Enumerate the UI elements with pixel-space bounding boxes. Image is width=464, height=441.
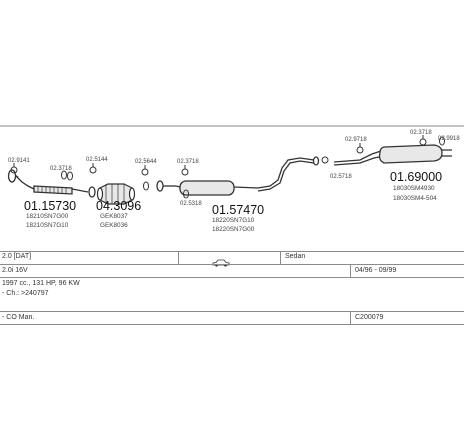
middle-silencer [156, 180, 259, 196]
vehicle-chassis: - Ch.: >240797 [2, 290, 49, 297]
part-1-seal-label: 02.3718 [50, 166, 72, 172]
vehicle-spec: 1997 cc., 131 HP, 96 KW [2, 280, 80, 287]
catalytic-converter [96, 183, 136, 205]
part-4-ref-b: 18030SM4-504 [393, 195, 437, 202]
part-2-number: 04.3096 [96, 199, 141, 213]
part-2-ref-b: GEK8036 [100, 222, 128, 229]
table-row: 1997 cc., 131 HP, 96 KW [0, 277, 464, 291]
exhaust-system-type: - CO Man. [2, 314, 35, 321]
seal-part-3 [183, 189, 189, 199]
part-3-number: 01.57470 [212, 203, 264, 217]
part-4-clip2-label: 02.3718 [410, 130, 432, 136]
seal-part-1 [61, 170, 73, 181]
table-row: - CO Man. C200079 [0, 311, 464, 325]
part-4-ref-a: 18030SM4930 [393, 185, 435, 192]
part-4-seal-label: 02.9918 [438, 136, 460, 142]
part-3-seal-label: 02.5318 [180, 201, 202, 207]
part-3-ref-b: 18220SN7G00 [212, 226, 255, 233]
clip-part-2 [89, 163, 97, 174]
part-1-ref-b: 18210SN7G10 [26, 222, 69, 229]
part-3-clip2-label: 02.3718 [177, 159, 199, 165]
catalog-code: C200079 [355, 314, 384, 321]
clip-part-3 [141, 165, 189, 191]
front-pipe [7, 169, 96, 198]
table-row: - Ch.: >240797 [0, 290, 464, 303]
vehicle-years: 04/96 - 09/99 [355, 267, 397, 274]
part-4-clip3-label: 02.5718 [330, 174, 352, 180]
part-4-number: 01.69000 [390, 170, 442, 184]
table-row: 2.0 [DAT] Sedan [0, 251, 464, 267]
part-3-clip-label: 02.5644 [135, 159, 157, 165]
clip-part-1 [10, 163, 18, 174]
part-1-number: 01.15730 [24, 199, 76, 213]
vehicle-body: Sedan [285, 253, 306, 260]
seal-part-4 [439, 136, 445, 146]
table-bottom-border [0, 324, 464, 325]
vehicle-engine: 2.0i 16V [2, 267, 28, 274]
rear-silencer [333, 144, 452, 166]
part-3-ref-a: 18220SN7G10 [212, 217, 255, 224]
part-1-clip-label: 02.9141 [8, 158, 30, 164]
part-2-clip-label: 02.5144 [86, 157, 108, 163]
part-4-clip-label: 02.9718 [345, 137, 367, 143]
part-1-ref-a: 18210SN7G00 [26, 213, 69, 220]
part-2-ref-a: GEK8037 [100, 213, 128, 220]
vehicle-model: 2.0 [DAT] [2, 253, 32, 260]
rear-pipe [257, 156, 320, 192]
table-row: 2.0i 16V 04/96 - 09/99 [0, 264, 464, 278]
clip-part-4 [321, 135, 427, 164]
